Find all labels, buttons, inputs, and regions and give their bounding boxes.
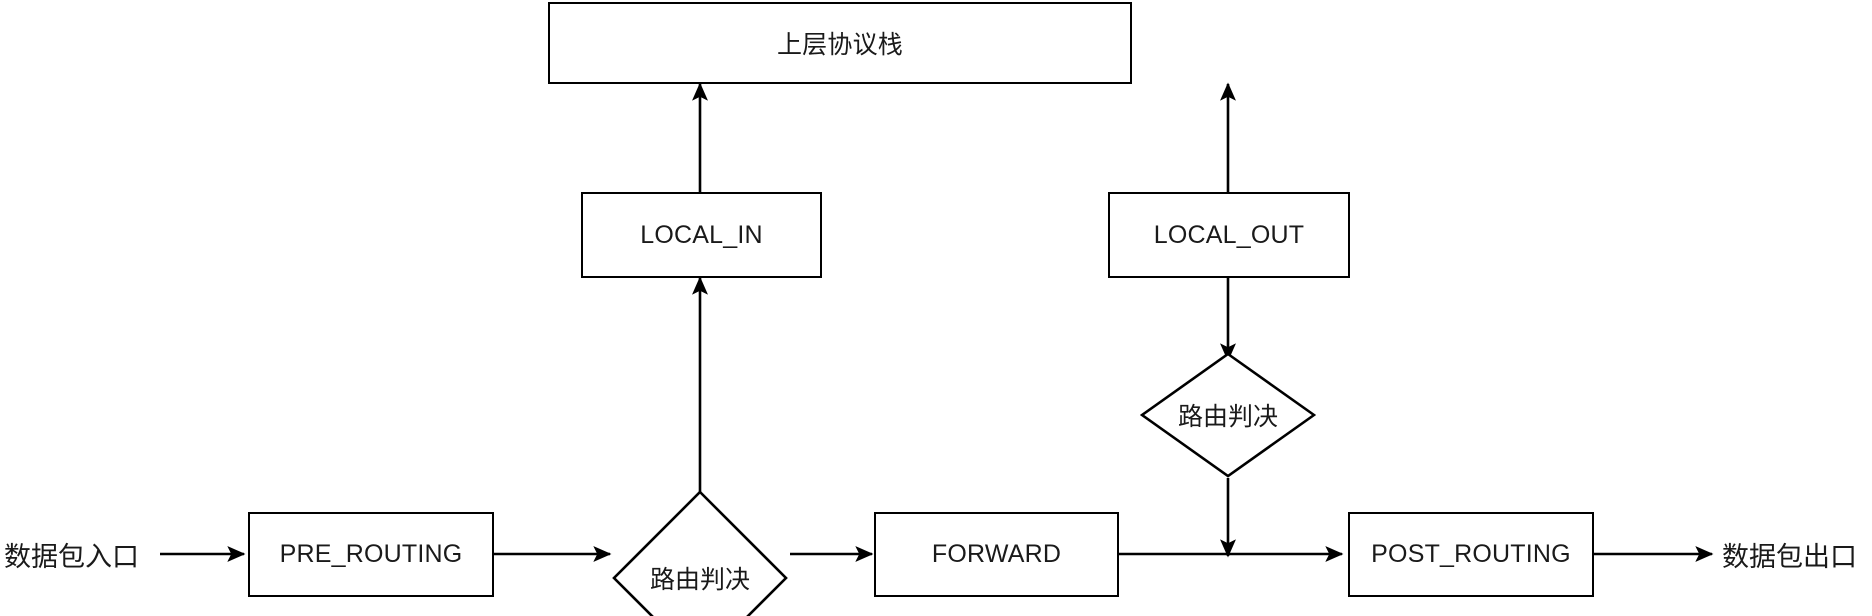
node-local-out[interactable]: LOCAL_OUT bbox=[1108, 192, 1350, 278]
node-route-decision-right-label: 路由判决 bbox=[1177, 403, 1278, 431]
node-route-decision-left-label: 路由判决 bbox=[649, 566, 750, 594]
endpoint-packet-out-label: 数据包出口 bbox=[1722, 541, 1857, 572]
node-pre-routing-label: PRE_ROUTING bbox=[279, 540, 463, 568]
endpoint-packet-in-label: 数据包入口 bbox=[4, 541, 139, 572]
node-upper-protocol-stack-label: 上层协议栈 bbox=[776, 31, 903, 59]
diamond-shape-right bbox=[1140, 352, 1316, 478]
node-local-in-label: LOCAL_IN bbox=[640, 220, 763, 249]
node-post-routing-label: POST_ROUTING bbox=[1371, 540, 1571, 568]
endpoint-packet-out: 数据包出口 bbox=[1722, 532, 1857, 576]
node-local-in[interactable]: LOCAL_IN bbox=[581, 192, 822, 278]
node-pre-routing[interactable]: PRE_ROUTING bbox=[248, 512, 494, 597]
node-route-decision-left[interactable]: 路由判决 bbox=[612, 490, 788, 616]
node-upper-protocol-stack[interactable]: 上层协议栈 bbox=[548, 2, 1132, 84]
node-local-out-label: LOCAL_OUT bbox=[1153, 220, 1305, 249]
node-post-routing[interactable]: POST_ROUTING bbox=[1348, 512, 1594, 597]
diamond-shape-left bbox=[612, 490, 788, 616]
node-forward[interactable]: FORWARD bbox=[874, 512, 1119, 597]
endpoint-packet-in: 数据包入口 bbox=[4, 532, 139, 576]
node-route-decision-right[interactable]: 路由判决 bbox=[1140, 352, 1316, 478]
node-forward-label: FORWARD bbox=[931, 540, 1062, 568]
